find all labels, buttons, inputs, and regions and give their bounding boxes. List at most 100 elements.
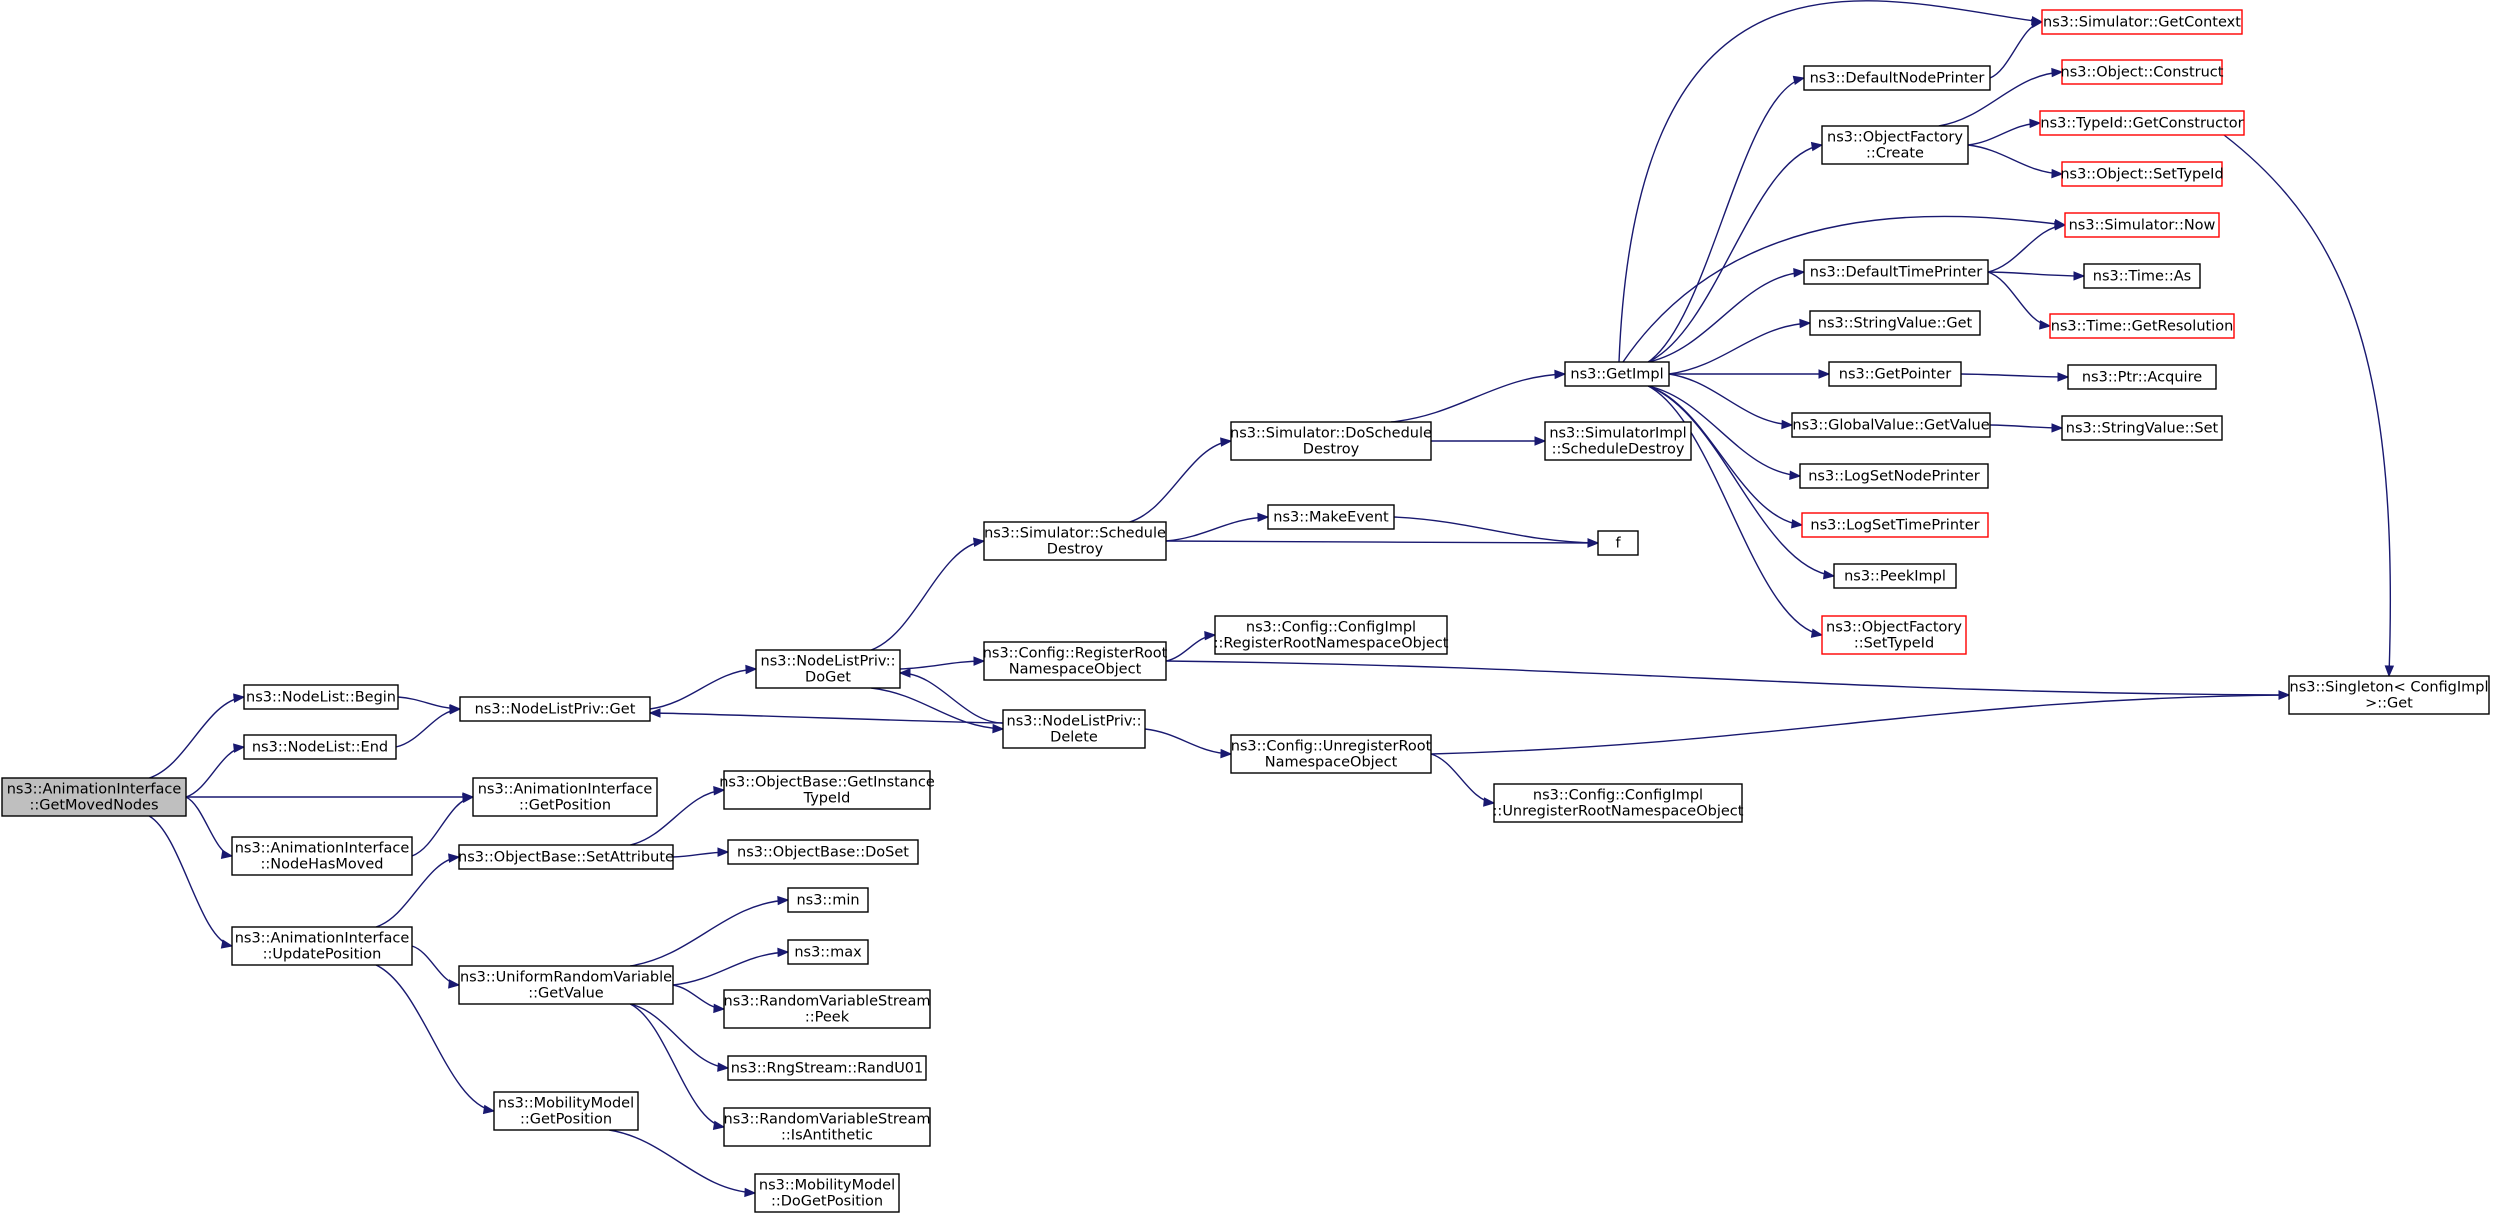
node-max[interactable]: ns3::max xyxy=(787,939,869,965)
node-box xyxy=(723,770,931,810)
node-configImplRegister[interactable]: ns3::Config::ConfigImpl::RegisterRootNam… xyxy=(1214,615,1449,655)
edge-line xyxy=(185,796,233,857)
node-label: ns3::MobilityModel xyxy=(759,1177,895,1193)
node-label: ::NodeHasMoved xyxy=(260,856,383,872)
node-label: ns3::Ptr::Acquire xyxy=(2082,369,2202,385)
edge-root-to-aiGetPosition xyxy=(185,792,475,802)
node-stringValueSet[interactable]: ns3::StringValue::Set xyxy=(2061,415,2223,441)
node-mobilityGetPosition[interactable]: ns3::MobilityModel::GetPosition xyxy=(493,1091,639,1131)
node-configImplUnregister[interactable]: ns3::Config::ConfigImpl::UnregisterRootN… xyxy=(1493,783,1744,823)
edge-line xyxy=(1938,71,2063,127)
node-stringValueGet[interactable]: ns3::StringValue::Get xyxy=(1809,310,1981,336)
node-makeEvent[interactable]: ns3::MakeEvent xyxy=(1267,504,1395,530)
node-label: >::Get xyxy=(2365,695,2413,711)
edge-line xyxy=(1967,144,2063,175)
arrow-head-icon xyxy=(777,947,790,958)
node-simGetContext[interactable]: ns3::Simulator::GetContext xyxy=(2041,9,2243,35)
node-globalValueGetValue[interactable]: ns3::GlobalValue::GetValue xyxy=(1791,412,1991,438)
node-nodeListPrivDoGet[interactable]: ns3::NodeListPriv::DoGet xyxy=(755,649,901,689)
arrow-head-icon xyxy=(1810,141,1824,152)
edge-line xyxy=(1668,373,1793,426)
node-timeAs[interactable]: ns3::Time::As xyxy=(2083,263,2201,289)
node-box xyxy=(787,887,869,913)
node-urvGetValue[interactable]: ns3::UniformRandomVariable::GetValue xyxy=(458,965,674,1005)
node-rvsPeek[interactable]: ns3::RandomVariableStream::Peek xyxy=(723,989,931,1029)
node-logSetNodePrinter[interactable]: ns3::LogSetNodePrinter xyxy=(1799,463,1989,489)
node-ptrAcquire[interactable]: ns3::Ptr::Acquire xyxy=(2067,364,2217,390)
edge-line xyxy=(899,672,1004,724)
edge-simDoScheduleDestroy-to-simImplScheduleDestroy xyxy=(1431,436,1547,446)
node-label: ns3::Config::ConfigImpl xyxy=(1246,619,1416,635)
node-box xyxy=(1214,615,1448,655)
node-aiGetPosition[interactable]: ns3::AnimationInterface::GetPosition xyxy=(472,777,658,817)
edge-line xyxy=(630,789,725,846)
edge-line xyxy=(1393,516,1599,544)
node-aiUpdatePosition[interactable]: ns3::AnimationInterface::UpdatePosition xyxy=(231,926,413,966)
node-simNow[interactable]: ns3::Simulator::Now xyxy=(2064,212,2220,238)
arrow-head-icon xyxy=(2051,67,2064,78)
node-logSetTimePrinter[interactable]: ns3::LogSetTimePrinter xyxy=(1801,512,1989,538)
edge-line xyxy=(870,540,985,651)
arrow-head-icon xyxy=(462,793,475,803)
node-typeIdGetConstructor[interactable]: ns3::TypeId::GetConstructor xyxy=(2039,110,2245,136)
arrow-head-icon xyxy=(1822,569,1836,580)
edge-line xyxy=(1618,0,2043,363)
node-peekImpl[interactable]: ns3::PeekImpl xyxy=(1833,563,1957,589)
arrow-head-icon xyxy=(1793,268,1806,278)
node-rvsIsAntithetic[interactable]: ns3::RandomVariableStream::IsAntithetic xyxy=(723,1107,931,1147)
node-objBaseDoSet[interactable]: ns3::ObjectBase::DoSet xyxy=(727,839,919,865)
node-box xyxy=(1801,512,1989,538)
node-timeGetResolution[interactable]: ns3::Time::GetResolution xyxy=(2049,313,2235,339)
arrow-head-icon xyxy=(448,853,461,863)
arrow-head-icon xyxy=(1587,538,1600,548)
edge-line xyxy=(1967,122,2041,146)
node-nodelistBegin[interactable]: ns3::NodeList::Begin xyxy=(243,684,399,710)
node-label: ns3::Config::ConfigImpl xyxy=(1533,787,1703,803)
node-nodeListPrivGet[interactable]: ns3::NodeListPriv::Get xyxy=(459,696,651,722)
node-objectConstruct[interactable]: ns3::Object::Construct xyxy=(2061,59,2224,85)
arrow-head-icon xyxy=(2029,118,2042,129)
node-label: ns3::ObjectFactory xyxy=(1827,129,1963,145)
node-getPointer[interactable]: ns3::GetPointer xyxy=(1828,361,1962,387)
edge-objectFactoryCreate-to-objectConstruct xyxy=(1938,67,2064,127)
edge-aiUpdatePosition-to-objBaseSetAttribute xyxy=(375,853,461,928)
node-singletonGet[interactable]: ns3::Singleton< ConfigImpl >::Get xyxy=(2288,675,2490,715)
arrow-head-icon xyxy=(1792,75,1806,85)
node-nodelistEnd[interactable]: ns3::NodeList::End xyxy=(243,734,397,760)
edge-line xyxy=(1668,322,1811,375)
edge-line xyxy=(1647,77,1805,363)
node-defaultTimePrinter[interactable]: ns3::DefaultTimePrinter xyxy=(1803,259,1989,285)
node-configRegisterRoot[interactable]: ns3::Config::RegisterRootNamespaceObject xyxy=(983,641,1168,681)
node-objectFactoryCreate[interactable]: ns3::ObjectFactory::Create xyxy=(1821,125,1969,165)
node-defaultNodePrinter[interactable]: ns3::DefaultNodePrinter xyxy=(1803,65,1991,91)
node-objectFactorySetTypeId[interactable]: ns3::ObjectFactory::SetTypeId xyxy=(1821,615,1967,655)
node-box xyxy=(1230,421,1432,461)
node-f[interactable]: f xyxy=(1597,530,1639,556)
node-simScheduleDestroy[interactable]: ns3::Simulator::ScheduleDestroy xyxy=(983,521,1167,561)
edge-defaultTimePrinter-to-timeGetResolution xyxy=(1987,271,2052,330)
arrow-head-icon xyxy=(1810,628,1824,638)
node-label: NamespaceObject xyxy=(1009,661,1142,677)
edge-objectFactoryCreate-to-objectSetTypeId xyxy=(1967,144,2064,179)
edge-line xyxy=(1390,373,1566,423)
edge-line xyxy=(1987,224,2066,273)
node-getImpl[interactable]: ns3::GetImpl xyxy=(1564,361,1670,387)
node-mobilityDoGetPosition[interactable]: ns3::MobilityModel::DoGetPosition xyxy=(754,1173,900,1213)
node-configUnregisterRoot[interactable]: ns3::Config::UnregisterRootNamespaceObje… xyxy=(1230,734,1432,774)
node-simImplScheduleDestroy[interactable]: ns3::SimulatorImpl::ScheduleDestroy xyxy=(1544,421,1692,461)
node-objectSetTypeId[interactable]: ns3::Object::SetTypeId xyxy=(2060,161,2224,187)
node-rngRandU01[interactable]: ns3::RngStream::RandU01 xyxy=(727,1055,927,1081)
node-nodeListPrivDelete[interactable]: ns3::NodeListPriv::Delete xyxy=(1002,709,1146,749)
node-label: Delete xyxy=(1050,729,1098,745)
arrow-head-icon xyxy=(1818,369,1831,379)
arrow-head-icon xyxy=(648,708,661,718)
arrow-head-icon xyxy=(448,979,461,989)
node-label: ::GetPosition xyxy=(520,1111,612,1127)
node-label: ns3::PeekImpl xyxy=(1844,568,1946,584)
edge-aiNodeHasMoved-to-aiGetPosition xyxy=(411,793,475,857)
node-aiNodeHasMoved[interactable]: ns3::AnimationInterface::NodeHasMoved xyxy=(231,836,413,876)
node-objBaseSetAttribute[interactable]: ns3::ObjectBase::SetAttribute xyxy=(458,844,674,870)
node-min[interactable]: ns3::min xyxy=(787,887,869,913)
